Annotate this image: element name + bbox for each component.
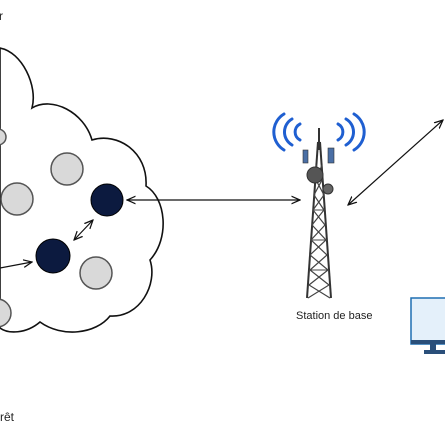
passive-node	[0, 298, 12, 328]
monitor-icon	[410, 297, 445, 354]
cluster-head-node	[90, 183, 124, 217]
relay-node	[35, 238, 71, 274]
partial-label-bottom: rêt	[0, 410, 15, 424]
passive-node	[50, 152, 84, 186]
incoming-arrow	[0, 262, 32, 269]
passive-node	[0, 182, 34, 216]
passive-nodes	[0, 128, 113, 328]
passive-node	[0, 128, 7, 146]
passive-node	[79, 256, 113, 290]
station-to-internet-arrow	[348, 120, 443, 205]
node-link-arrow	[74, 220, 93, 240]
tower-icon	[302, 128, 335, 299]
station-label: Station de base	[296, 310, 373, 322]
partial-label-top: r	[0, 9, 3, 23]
signal-waves-icon	[272, 112, 366, 152]
